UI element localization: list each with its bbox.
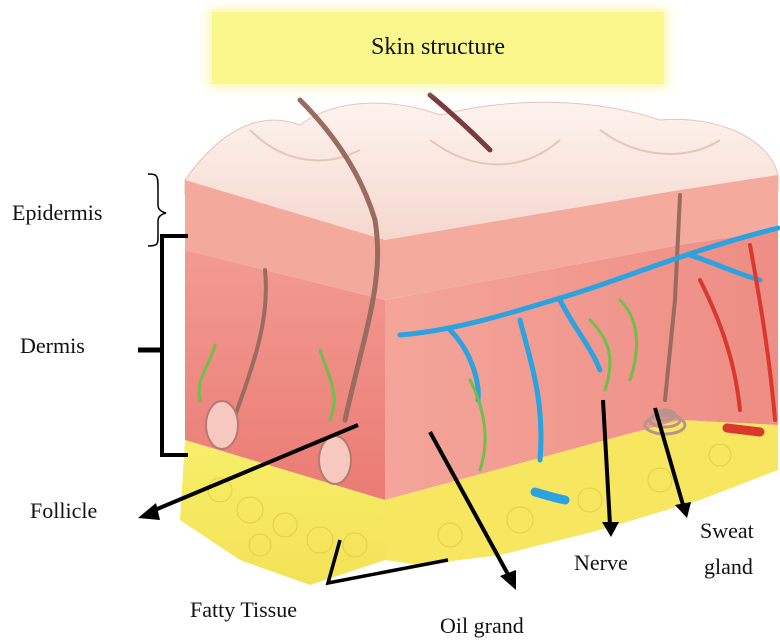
- label-nerve: Nerve: [574, 550, 628, 575]
- diagram-title: Skin structure: [212, 34, 664, 61]
- label-dermis: Dermis: [20, 333, 85, 358]
- label-epidermis: Epidermis: [12, 200, 102, 225]
- label-sweat-gland-line1: Sweat: [700, 518, 754, 543]
- label-fatty-tissue: Fatty Tissue: [190, 597, 297, 622]
- label-follicle: Follicle: [30, 498, 97, 523]
- label-sweat-gland-line2: gland: [704, 554, 753, 579]
- label-oil-gland: Oil grand: [440, 613, 524, 638]
- title-banner: Skin structure: [212, 12, 664, 84]
